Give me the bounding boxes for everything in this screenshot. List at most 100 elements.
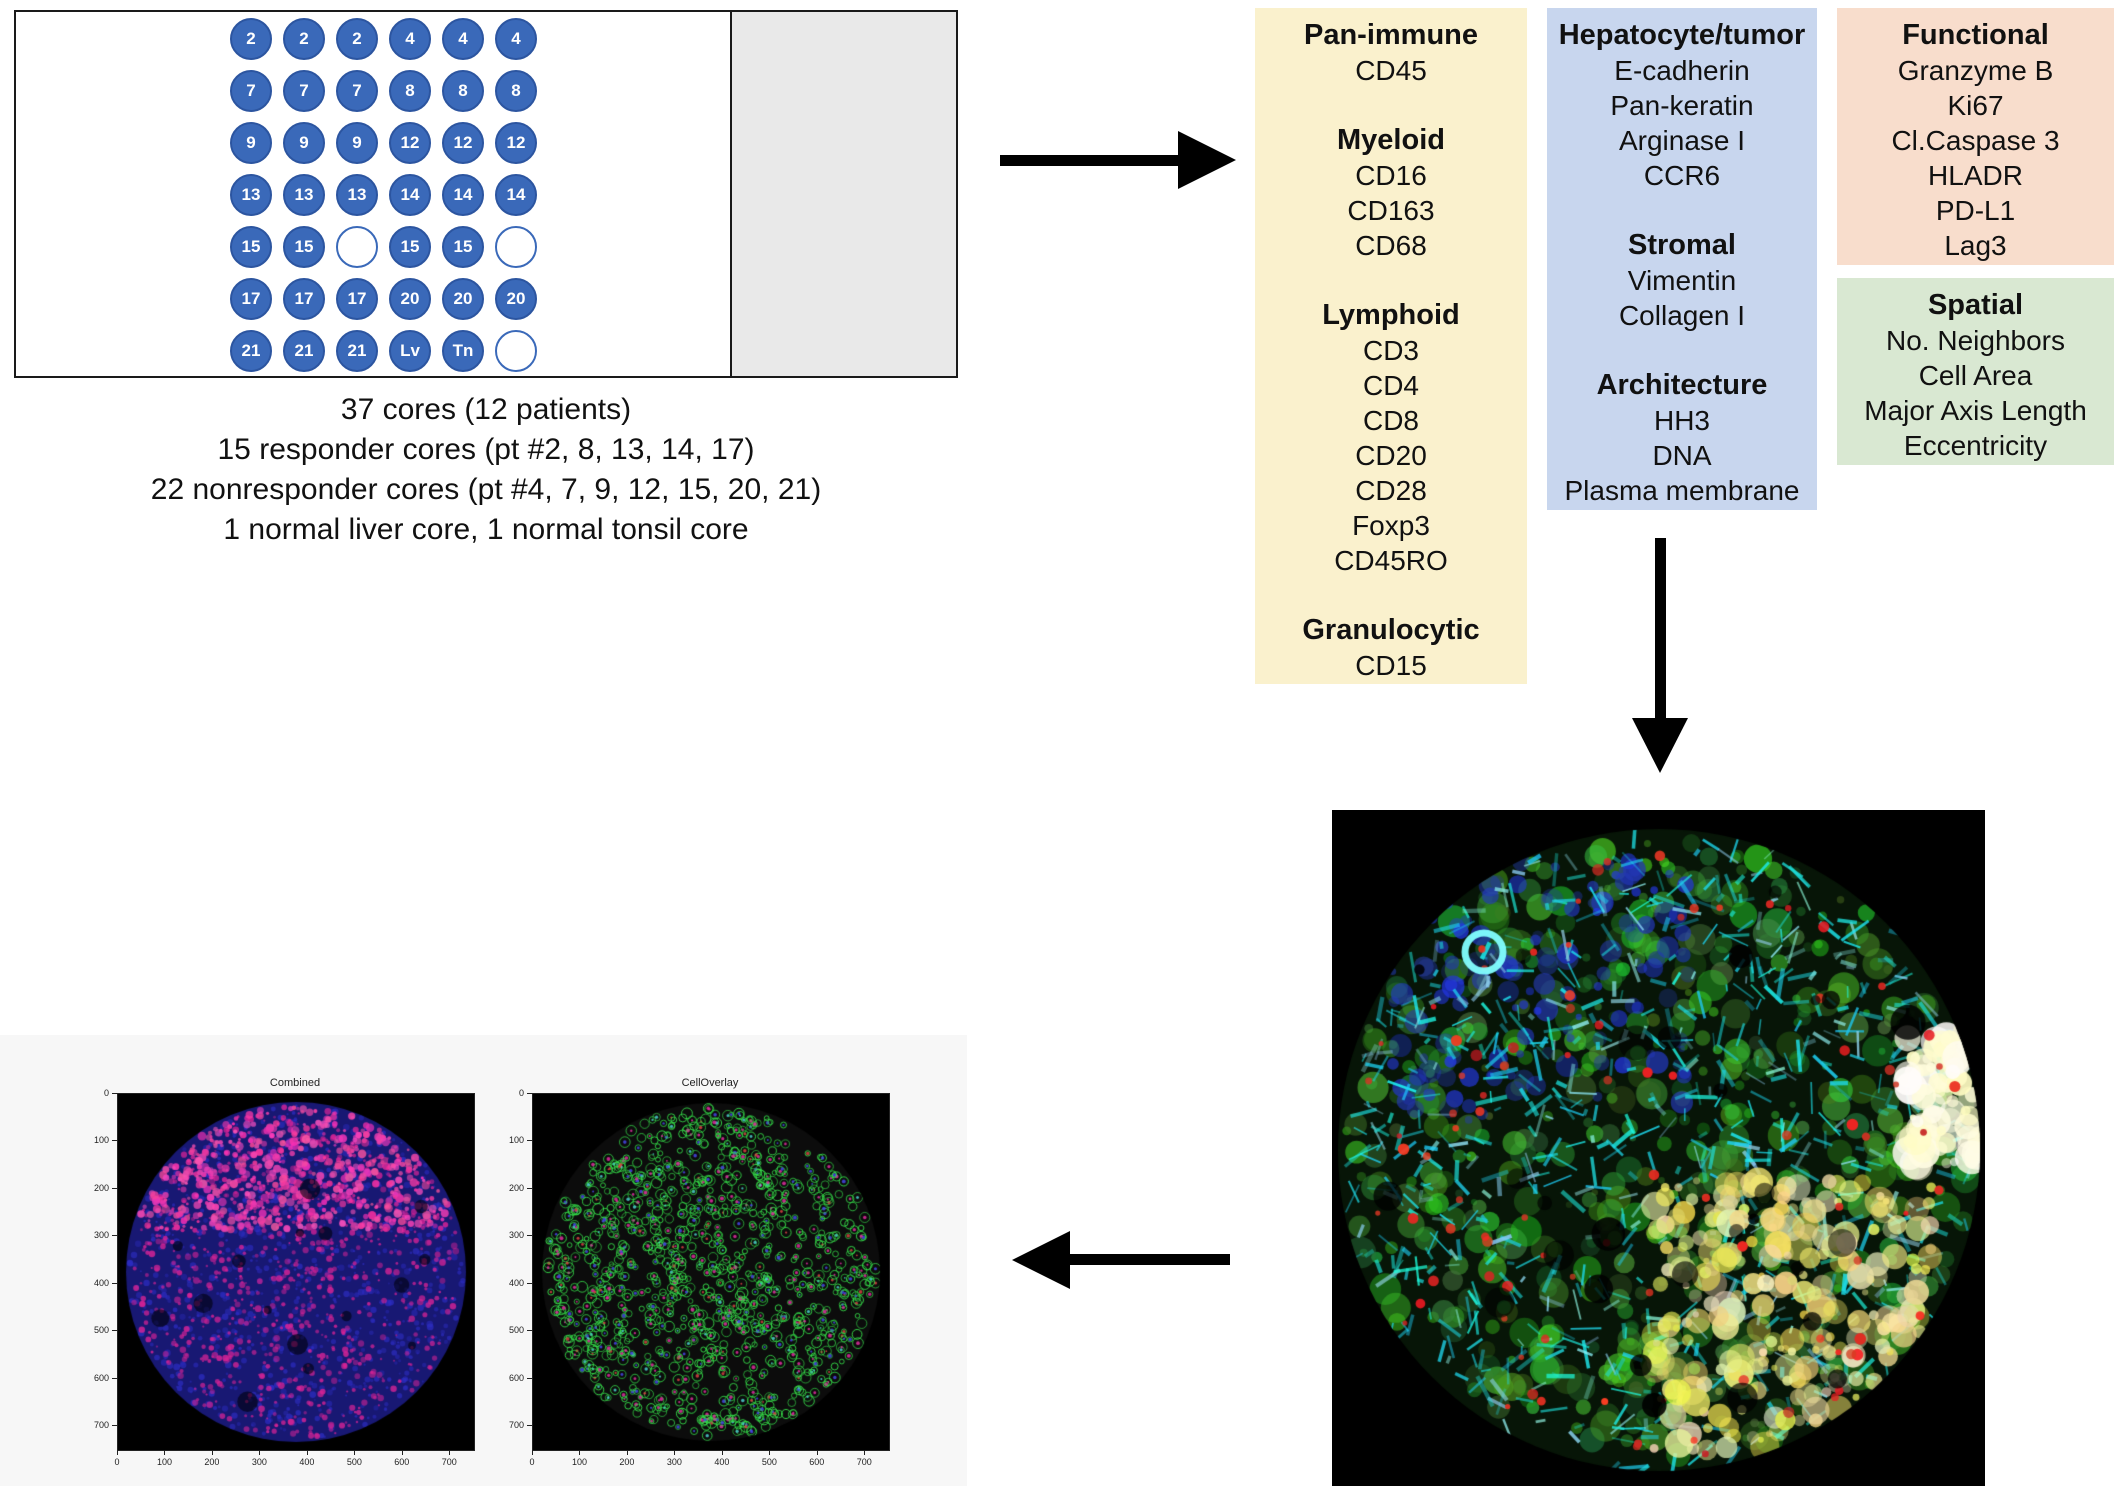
marker-label: Lag3: [1944, 230, 2007, 261]
marker-label: Ki67: [1947, 90, 2004, 121]
tma-core-empty: [495, 330, 537, 372]
x-tick-label: 700: [856, 1457, 872, 1467]
tma-core: 12: [389, 122, 431, 164]
x-tick-label: 400: [714, 1457, 730, 1467]
x-tick-mark: [401, 1450, 403, 1455]
caption-line-responders: 15 responder cores (pt #2, 8, 13, 14, 17…: [217, 433, 755, 466]
x-tick-label: 100: [156, 1457, 172, 1467]
tma-core: 15: [283, 226, 325, 268]
marker-label: PD-L1: [1935, 195, 2016, 226]
tma-core: 4: [442, 18, 484, 60]
x-tick-mark: [721, 1450, 723, 1455]
y-tick-label: 0: [518, 1088, 524, 1098]
x-tick-label: 700: [441, 1457, 457, 1467]
y-tick-label: 500: [93, 1325, 109, 1336]
y-tick-mark: [527, 1093, 532, 1094]
y-tick-mark: [112, 1235, 117, 1237]
y-tick-label: 400: [93, 1277, 109, 1288]
marker-label: CD15: [1355, 650, 1427, 681]
marker-label: Eccentricity: [1903, 430, 2048, 461]
x-tick-label: 600: [809, 1457, 825, 1467]
y-tick-mark: [112, 1377, 117, 1379]
tma-core: 2: [336, 18, 378, 60]
flow-arrow-down-head-icon: [1632, 718, 1688, 773]
marker-label: CD163: [1347, 195, 1435, 226]
x-tick-label: 500: [346, 1457, 362, 1467]
tma-core: 21: [230, 330, 272, 372]
tma-core: Lv: [389, 330, 431, 372]
x-tick-label: 0: [114, 1457, 120, 1467]
tma-core: 7: [336, 70, 378, 112]
marker-label: CD3: [1362, 335, 1419, 366]
y-tick-label: 500: [508, 1325, 524, 1336]
caption-line-cores: 37 cores (12 patients): [340, 393, 632, 426]
y-tick-mark: [527, 1425, 532, 1427]
caption-line-normals: 1 normal liver core, 1 normal tonsil cor…: [223, 513, 749, 546]
y-tick-label: 100: [508, 1135, 524, 1146]
marker-label: Plasma membrane: [1564, 475, 1800, 506]
y-tick-label: 300: [93, 1230, 109, 1241]
flow-arrow-down-icon: [1655, 538, 1666, 720]
x-tick-mark: [674, 1450, 676, 1455]
tma-core: 9: [230, 122, 272, 164]
flow-arrow-right-icon: [1000, 155, 1178, 166]
marker-group-title: Stromal: [1628, 229, 1736, 261]
x-tick-mark: [306, 1450, 308, 1455]
marker-label: Pan-keratin: [1610, 90, 1754, 121]
y-tick-label: 600: [508, 1372, 524, 1383]
y-tick-mark: [527, 1282, 532, 1284]
tma-core: 14: [442, 174, 484, 216]
tma-core-empty: [495, 226, 537, 268]
tma-core: 7: [283, 70, 325, 112]
x-tick-mark: [449, 1450, 451, 1455]
tma-core-empty: [336, 226, 378, 268]
tma-core: 15: [230, 226, 272, 268]
tma-core: 9: [283, 122, 325, 164]
tma-caption: 37 cores (12 patients) 15 responder core…: [14, 390, 958, 550]
marker-label: Foxp3: [1352, 510, 1430, 541]
tma-core: 15: [389, 226, 431, 268]
x-tick-mark: [211, 1450, 213, 1455]
marker-label: Cell Area: [1918, 360, 2033, 391]
y-tick-label: 300: [508, 1230, 524, 1241]
marker-label: CD20: [1355, 440, 1427, 471]
tma-core: Tn: [442, 330, 484, 372]
tma-core: 4: [495, 18, 537, 60]
x-tick-label: 500: [761, 1457, 777, 1467]
y-tick-label: 200: [508, 1182, 524, 1193]
tma-core: 20: [495, 278, 537, 320]
tma-core: 13: [283, 174, 325, 216]
y-tick-label: 700: [93, 1420, 109, 1431]
marker-group-title: Spatial: [1927, 289, 2024, 321]
x-tick-mark: [354, 1450, 356, 1455]
y-tick-label: 0: [103, 1088, 109, 1098]
tma-core: 21: [283, 330, 325, 372]
marker-label: CD8: [1362, 405, 1419, 436]
caption-line-nonresponders: 22 nonresponder cores (pt #4, 7, 9, 12, …: [150, 473, 822, 506]
multiplexed-core-image: [1332, 810, 1985, 1486]
marker-group-title: Hepatocyte/tumor: [1558, 19, 1806, 51]
flow-arrow-right-head-icon: [1178, 131, 1236, 189]
tma-core: 13: [230, 174, 272, 216]
tma-core: 8: [442, 70, 484, 112]
y-tick-mark: [112, 1330, 117, 1332]
marker-label: CD68: [1355, 230, 1427, 261]
tma-core: 20: [389, 278, 431, 320]
y-tick-mark: [527, 1140, 532, 1142]
flow-arrow-left-head-icon: [1012, 1231, 1070, 1289]
x-tick-mark: [769, 1450, 771, 1455]
x-tick-label: 300: [251, 1457, 267, 1467]
tma-core: 12: [495, 122, 537, 164]
flow-arrow-left-icon: [1070, 1254, 1230, 1265]
tma-core: 2: [230, 18, 272, 60]
y-tick-label: 100: [93, 1135, 109, 1146]
